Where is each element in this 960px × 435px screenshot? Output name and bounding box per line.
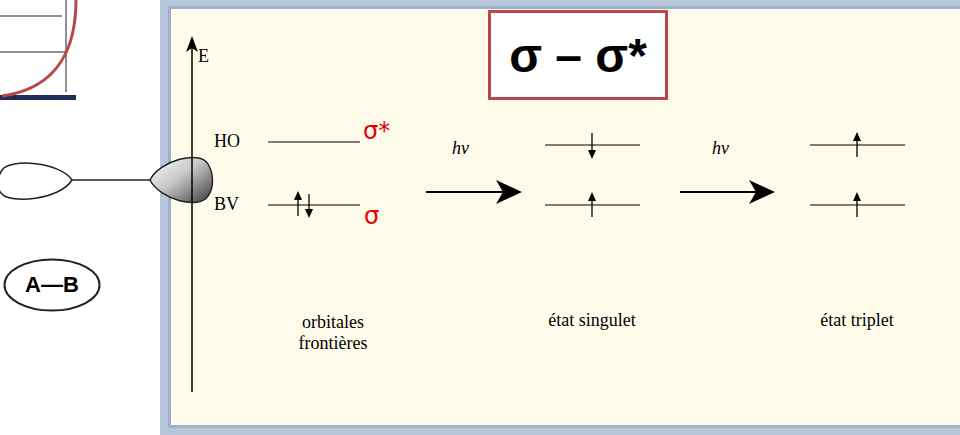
axis-label: E [198,46,209,67]
energy-axis [186,36,198,392]
energy-levels [268,142,905,205]
node-text: A—B [25,272,79,298]
excitation-arrows [426,180,775,204]
node-text: σ – σ* [509,28,647,83]
level-label: HO [214,131,240,152]
orbital-label: σ [364,202,379,230]
level-label: BV [214,194,239,215]
state-label: état singulet [547,310,637,331]
photon-label: hν [452,138,469,159]
panel [160,0,960,435]
state-label: état triplet [812,310,902,331]
bond-ellipse: A—B [3,258,101,312]
title-box: σ – σ* [488,10,668,100]
photon-label: hν [712,138,729,159]
orbital-picture [0,157,213,202]
orbital-label: σ* [363,117,390,145]
caption-label: orbitales frontières [273,312,393,354]
cropped-table [0,0,76,100]
